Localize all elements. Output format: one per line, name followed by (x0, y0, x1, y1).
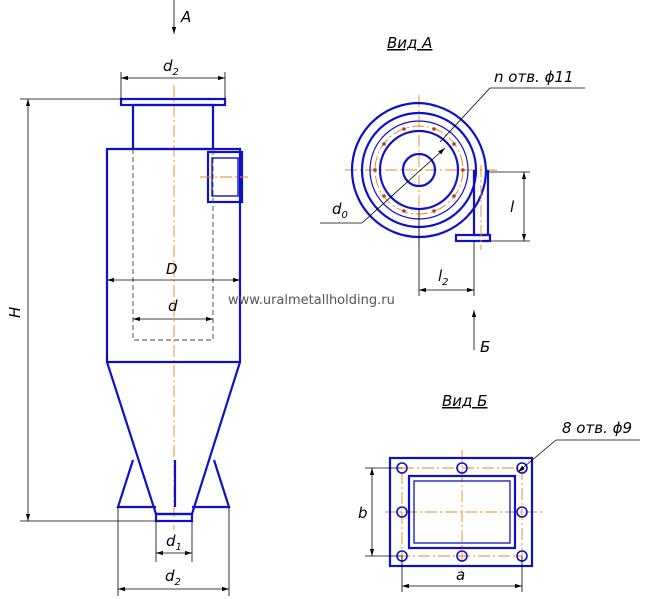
view-b-bolt-holes (396, 462, 528, 562)
view-b-arrow-label: Б (480, 338, 490, 356)
view-b-bolt-rect (401, 467, 523, 557)
view-a-pipe-outer (378, 129, 460, 211)
outlet-pipe (131, 103, 215, 151)
view-a-bolt-holes (373, 127, 465, 213)
view-a-outer-circle (350, 101, 488, 239)
cone (105, 361, 242, 516)
d2-top-label: d2 (163, 57, 179, 78)
watermark: www.uralmetallholding.ru (228, 293, 395, 308)
bottom-outlet (154, 512, 194, 523)
big-d-label: D (166, 260, 178, 278)
view-b-flange (388, 456, 534, 568)
small-d-label: d (168, 297, 178, 315)
holes-b-leader (517, 439, 557, 473)
holes-b-label: 8 отв. ϕ9 (562, 419, 632, 437)
b-label: b (358, 504, 368, 522)
l-label: l (510, 198, 515, 216)
view-a-title: Вид А (387, 34, 432, 52)
holes-a-leader (439, 87, 491, 143)
holes-a-label: n отв. ϕ11 (494, 68, 574, 86)
view-a-arrow-label: А (180, 8, 191, 26)
view-b-opening-outer (407, 474, 517, 550)
view-b-title: Вид Б (442, 392, 487, 410)
leg-left (116, 459, 156, 509)
cylinder-body (105, 147, 242, 364)
d2-bottom-label: d2 (165, 567, 181, 588)
view-a-pipe-inner (401, 152, 437, 188)
view-a: Вид А n отв. ϕ11 (320, 34, 585, 356)
d1-label: d1 (166, 532, 182, 553)
main-view: А d2 H D d d1 d2 (6, 0, 248, 596)
d0-label: d0 (332, 200, 348, 221)
h-label: H (6, 307, 24, 318)
view-b-opening-inner (413, 480, 511, 544)
view-b: Вид Б 8 отв. ϕ9 b (358, 392, 640, 592)
d0-dim (361, 147, 446, 224)
l2-label: l2 (438, 267, 449, 288)
view-a-inlet-flange (454, 233, 492, 243)
a-label: a (456, 566, 465, 584)
